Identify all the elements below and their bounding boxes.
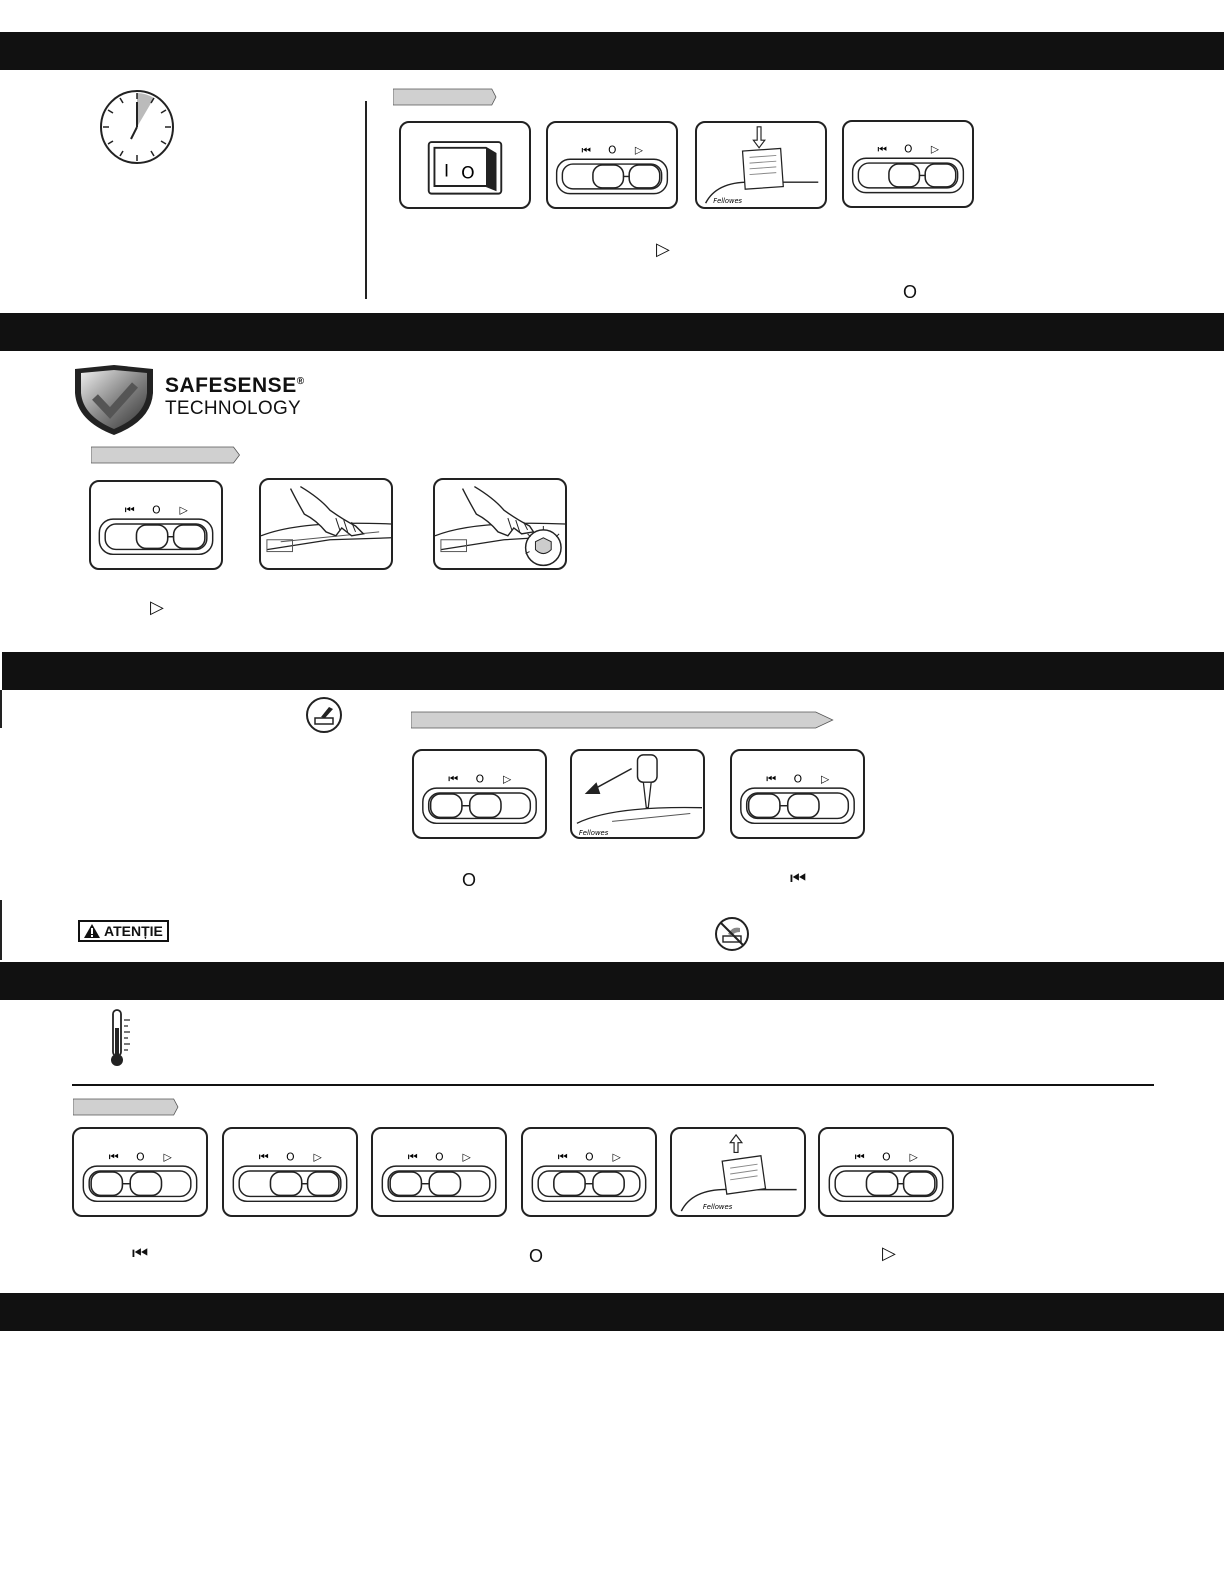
forward-symbol: ▷ bbox=[656, 239, 670, 259]
jam-step-3-switch bbox=[371, 1127, 507, 1217]
safesense-shield-logo bbox=[71, 363, 157, 437]
no-hands-icon bbox=[714, 916, 750, 952]
step-arrow-2 bbox=[91, 446, 241, 464]
svg-text:Fellowes: Fellowes bbox=[713, 197, 742, 205]
section-header-bar-1 bbox=[0, 32, 1224, 70]
section-header-bar-4 bbox=[0, 962, 1224, 1000]
reverse-switch-illustration bbox=[730, 749, 865, 839]
caution-text: ATENȚIE bbox=[104, 923, 163, 939]
power-on-glyph: I bbox=[444, 161, 449, 181]
paper-feed-illustration: Fellowes bbox=[695, 121, 827, 209]
svg-text:Fellowes: Fellowes bbox=[703, 1203, 733, 1211]
warning-triangle-icon bbox=[84, 924, 100, 938]
jam-step-6-switch bbox=[818, 1127, 954, 1217]
section-header-bar-2 bbox=[0, 313, 1224, 351]
jam-step-2-switch bbox=[222, 1127, 358, 1217]
safesense-reg: ® bbox=[296, 376, 305, 387]
oil-icon bbox=[305, 696, 343, 734]
forward-symbol-2: ▷ bbox=[150, 597, 164, 617]
step-arrow-1 bbox=[393, 88, 497, 106]
section-header-bar-3 bbox=[2, 652, 1224, 690]
auto-switch-illustration-2 bbox=[842, 120, 974, 208]
paper-removal-illustration: Fellowes bbox=[670, 1127, 806, 1217]
section-header-bar-5 bbox=[0, 1293, 1224, 1331]
safesense-title-text: SAFESENSE bbox=[165, 374, 297, 397]
section-divider bbox=[72, 1084, 1154, 1086]
step-arrow-4 bbox=[73, 1098, 179, 1116]
auto-switch-illustration bbox=[546, 121, 678, 209]
clock-icon bbox=[98, 88, 176, 166]
hands-at-slot-illustration bbox=[259, 478, 393, 570]
off-symbol: O bbox=[903, 282, 918, 302]
reverse-symbol-2: ⏮ bbox=[132, 1243, 149, 1263]
reverse-symbol: ⏮ bbox=[790, 868, 807, 888]
jam-step-1-switch bbox=[72, 1127, 208, 1217]
off-switch-illustration bbox=[412, 749, 547, 839]
oil-application-illustration: Fellowes bbox=[570, 749, 705, 839]
power-off-glyph: O bbox=[461, 163, 475, 183]
thermometer-icon bbox=[108, 1008, 134, 1068]
safesense-light-illustration bbox=[433, 478, 567, 570]
safesense-subtitle: TECHNOLOGY bbox=[165, 398, 302, 419]
safesense-title: SAFESENSE® bbox=[165, 374, 305, 398]
off-symbol-2: O bbox=[462, 870, 477, 890]
forward-symbol-3: ▷ bbox=[882, 1243, 896, 1263]
column-divider bbox=[365, 101, 367, 299]
left-edge-line-2 bbox=[0, 900, 2, 960]
off-symbol-3: O bbox=[529, 1246, 544, 1266]
svg-text:Fellowes: Fellowes bbox=[579, 829, 609, 837]
caution-label: ATENȚIE bbox=[78, 920, 169, 942]
step-arrow-3 bbox=[411, 711, 837, 729]
left-edge-line bbox=[0, 690, 2, 728]
auto-switch-illustration-3 bbox=[89, 480, 223, 570]
power-switch-illustration: I O bbox=[399, 121, 531, 209]
jam-step-4-switch bbox=[521, 1127, 657, 1217]
